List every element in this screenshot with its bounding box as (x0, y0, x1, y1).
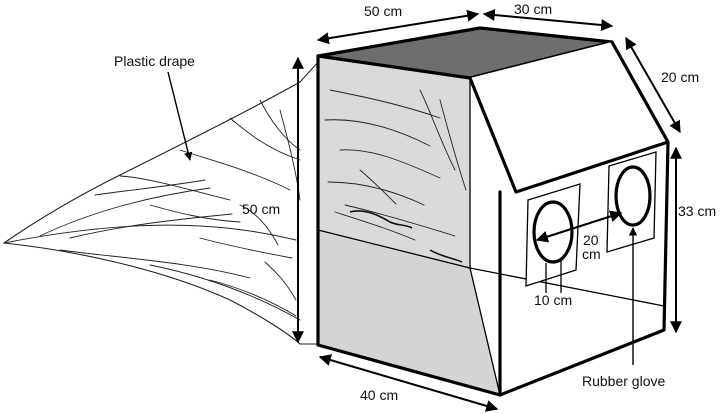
dim-line-slant (625, 36, 681, 134)
dim-line-depth-top (482, 9, 614, 31)
drape-pointer (167, 71, 193, 161)
dim-line-width-top (316, 9, 480, 45)
label-depth-top: 30 cm (514, 1, 552, 17)
glove-port-right (606, 151, 657, 253)
label-rubber-glove: Rubber glove (582, 373, 665, 389)
label-height-right: 33 cm (678, 203, 716, 219)
label-port-diameter: 10 cm (534, 292, 572, 308)
label-plastic-drape: Plastic drape (114, 53, 195, 69)
label-width-bottom: 40 cm (360, 387, 398, 403)
front-panel-window (318, 56, 470, 268)
front-panel-wrinkles (324, 89, 467, 263)
label-width-top: 50 cm (364, 3, 402, 19)
label-port-spacing-unit: cm (582, 246, 601, 262)
dim-line-port-spacing (535, 210, 623, 243)
side-slant-panel (470, 42, 668, 192)
dim-line-port-diameter (545, 258, 562, 293)
label-slant: 20 cm (661, 69, 699, 85)
dim-line-width-bottom (318, 354, 499, 412)
label-port-spacing-number: 20 (583, 232, 599, 248)
label-height-front: 50 cm (242, 201, 280, 217)
